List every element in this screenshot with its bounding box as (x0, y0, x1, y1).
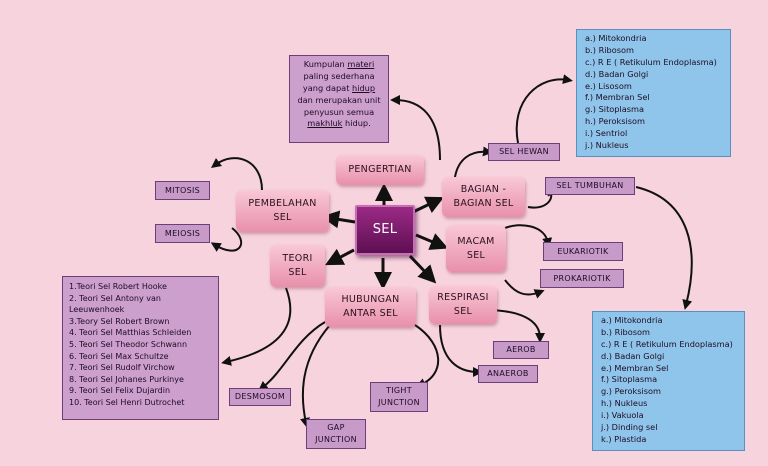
definition-text-3: dan merupakan unit penyusun semua (297, 94, 381, 117)
definition-box: Kumpulan materi paling sederhana yang da… (289, 55, 389, 143)
arrow-to-gap-junction (300, 324, 331, 428)
sel-hewan-part: h.) Peroksisom (585, 116, 645, 127)
leaf-aerob[interactable]: AEROB (493, 341, 549, 359)
sel-hewan-part: f.) Membran Sel (585, 92, 650, 103)
arrow-to-meiosis (210, 227, 243, 252)
arrow-to-prokariotik (504, 279, 545, 299)
sel-tumbuhan-part: e.) Membran Sel (601, 362, 669, 373)
sel-hewan-part: i.) Sentriol (585, 128, 628, 139)
teori-item: 3.Teory Sel Robert Brown (69, 316, 170, 326)
node-pembelahan-sel[interactable]: PEMBELAHAN SEL (236, 190, 329, 232)
sel-tumbuhan-part: f.) Sitoplasma (601, 374, 658, 385)
sel-tumbuhan-part: a.) Mitokondria (601, 315, 663, 325)
teori-item: 8. Teori Sel Johanes Purkinye (69, 374, 184, 384)
definition-text-4: hidup. (342, 118, 371, 129)
arrow-to-mitokondria-hewan (515, 74, 573, 144)
sel-tumbuhan-part: c.) R E ( Retikulum Endoplasma) (601, 338, 733, 349)
teori-item: Leeuwenhoek (69, 305, 125, 315)
arrow-to-mitosis (210, 157, 263, 191)
sel-tumbuhan-part: i.) Vakuola (601, 410, 644, 421)
leaf-desmosom[interactable]: DESMOSOM (229, 388, 291, 406)
teori-item: 10. Teori Sel Henri Dutrochet (69, 397, 185, 407)
leaf-tight-junction[interactable]: TIGHT JUNCTION (370, 382, 428, 412)
definition-word-hidup: hidup (352, 82, 376, 93)
leaf-mitosis[interactable]: MITOSIS (155, 181, 210, 200)
sel-tumbuhan-part: b.) Ribosom (601, 326, 651, 337)
arrow-to-macam (415, 233, 449, 250)
arrow-to-teori-list (221, 287, 292, 366)
sel-hewan-part: b.) Ribosom (585, 44, 635, 55)
arrow-to-mitokondria-tumbuhan (635, 186, 693, 310)
sel-hewan-part: j.) Nukleus (585, 140, 629, 151)
arrow-to-pembelahan (321, 210, 356, 229)
center-node-sel[interactable]: SEL (355, 205, 415, 255)
teori-sel-list-box: 1.Teori Sel Robert Hooke 2. Teori Sel An… (62, 276, 219, 420)
sel-tumbuhan-parts-box: a.) Mitokondria b.) Ribosom c.) R E ( Re… (592, 311, 745, 451)
leaf-prokariotik[interactable]: PROKARIOTIK (540, 269, 624, 288)
sel-tumbuhan-part: d.) Badan Golgi (601, 350, 665, 361)
arrow-to-definition (390, 95, 441, 161)
leaf-meiosis[interactable]: MEIOSIS (155, 224, 210, 243)
sel-tumbuhan-part: k.) Plastida (601, 433, 647, 444)
arrow-to-eukariotik (504, 224, 553, 248)
arrow-to-respirasi (408, 254, 437, 284)
sel-hewan-part: d.) Badan Golgi (585, 68, 649, 79)
node-teori-sel[interactable]: TEORI SEL (270, 245, 325, 287)
sel-hewan-part: a.) Mitokondria (585, 33, 647, 43)
sel-hewan-part: e.) Lisosom (585, 80, 632, 91)
teori-item: 4. Teori Sel Matthias Schleiden (69, 328, 192, 338)
definition-word-makhluk: makhluk (307, 118, 343, 129)
node-pengertian[interactable]: PENGERTIAN (336, 155, 424, 185)
teori-item: 9. Teori Sel Felix Dujardin (69, 386, 171, 396)
leaf-sel-tumbuhan[interactable]: SEL TUMBUHAN (545, 177, 635, 195)
definition-word-materi: materi (347, 59, 375, 69)
node-bagian-bagian-sel[interactable]: BAGIAN - BAGIAN SEL (442, 177, 525, 217)
leaf-sel-hewan[interactable]: SEL HEWAN (488, 143, 560, 161)
arrow-to-bagian (412, 196, 445, 214)
node-hubungan-antar-sel[interactable]: HUBUNGAN ANTAR SEL (325, 287, 416, 327)
sel-hewan-part: c.) R E ( Retikulum Endoplasma) (585, 56, 717, 67)
arrow-to-sel-hewan (454, 146, 493, 178)
sel-tumbuhan-part: g.) Peroksisom (601, 386, 662, 397)
sel-hewan-parts-box: a.) Mitokondria b.) Ribosom c.) R E ( Re… (576, 29, 731, 157)
teori-item: 7. Teori Sel Rudolf Virchow (69, 363, 175, 373)
teori-item: 1.Teori Sel Robert Hooke (69, 282, 167, 291)
arrow-to-tight-junction (414, 324, 440, 388)
teori-item: 6. Teori Sel Max Schultze (69, 351, 169, 361)
sel-tumbuhan-part: h.) Nukleus (601, 398, 648, 409)
definition-text-1: Kumpulan (303, 59, 348, 69)
arrow-to-teori (325, 248, 355, 266)
arrow-to-anaerob (439, 324, 483, 377)
teori-item: 5. Teori Sel Theodor Schwann (69, 339, 188, 349)
leaf-anaerob[interactable]: ANAEROB (478, 365, 538, 383)
sel-hewan-part: g.) Sitoplasma (585, 104, 645, 115)
node-respirasi-sel[interactable]: RESPIRASI SEL (429, 286, 497, 324)
definition-text-2: paling sederhana yang dapat (302, 70, 375, 93)
leaf-eukariotik[interactable]: EUKARIOTIK (543, 242, 623, 261)
sel-tumbuhan-part: j.) Dinding sel (601, 422, 658, 433)
teori-item: 2. Teori Sel Antony van (69, 293, 161, 303)
leaf-gap-junction[interactable]: GAP JUNCTION (306, 419, 366, 449)
arrow-to-desmosom (258, 321, 326, 392)
node-macam-sel[interactable]: MACAM SEL (446, 225, 506, 272)
